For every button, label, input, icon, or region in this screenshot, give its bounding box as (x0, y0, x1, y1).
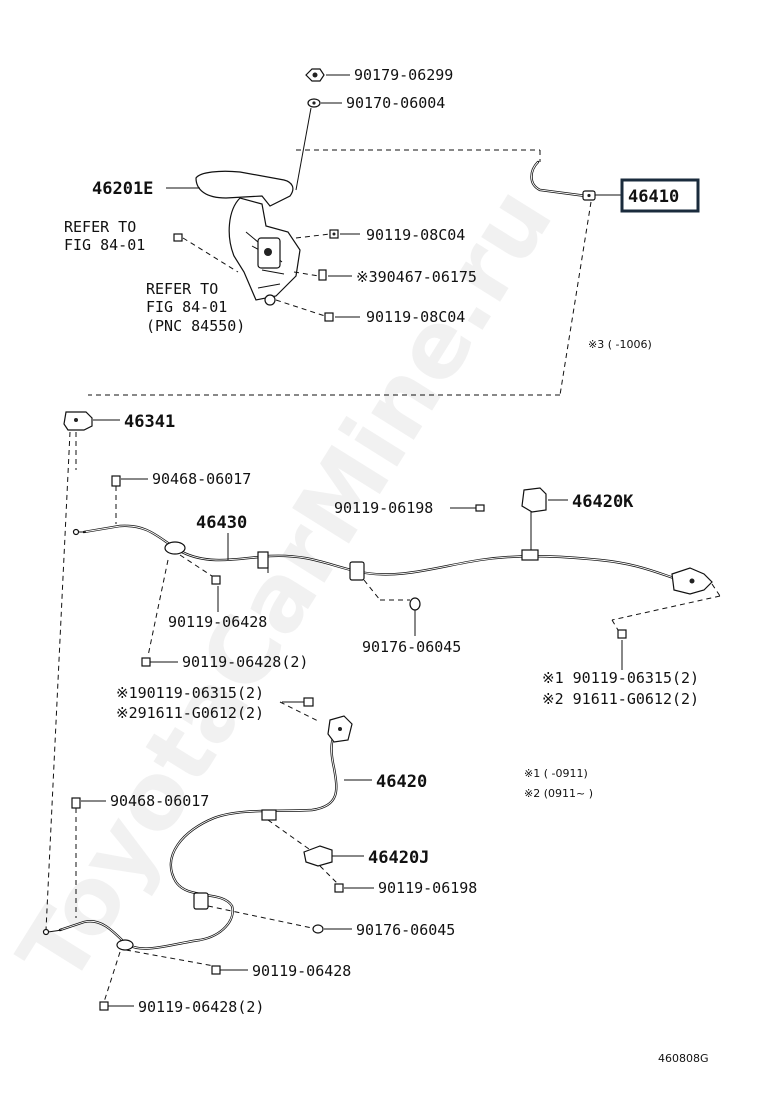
rh-cable-46430 (72, 475, 721, 657)
refer-upper-line1[interactable]: REFER TO (64, 218, 136, 236)
clip-icon-lower (312, 924, 324, 934)
bolt-icon-right (617, 629, 627, 639)
screw-icon (173, 233, 183, 242)
label-90176-06045-a[interactable]: 90176-06045 (362, 638, 461, 656)
label-90119-06428-b[interactable]: 90119-06428 (252, 962, 351, 980)
label-46420k[interactable]: 46420K (572, 492, 634, 512)
bolt-icon-mid-2 (141, 657, 151, 667)
label-46420[interactable]: 46420 (376, 772, 427, 792)
label-46430[interactable]: 46430 (196, 513, 247, 533)
refer-lower-line1[interactable]: REFER TO (146, 280, 218, 298)
note-1: ※1 ( -0911) (524, 767, 588, 780)
bolt-icon-lower-2 (211, 965, 221, 975)
bracket-46420k-icon (521, 487, 547, 550)
cable-end-rear-icon (671, 567, 713, 595)
label-90119-06428-2a[interactable]: 90119-06428(2) (182, 653, 308, 671)
clip-icon-mid (409, 597, 421, 611)
label-90176-06045-b[interactable]: 90176-06045 (356, 921, 455, 939)
washer-icon (307, 98, 321, 108)
label-46420j[interactable]: 46420J (368, 848, 429, 868)
refer-lower-line2[interactable]: FIG 84-01 (146, 298, 227, 316)
lever-assembly-group (166, 68, 541, 322)
bolt-icon-mid-1 (211, 575, 221, 585)
label-90119-06428-2b[interactable]: 90119-06428(2) (138, 998, 264, 1016)
bolt-icon (329, 229, 339, 239)
label-90468-06017-b[interactable]: 90468-06017 (110, 792, 209, 810)
label-90119-06428-a[interactable]: 90119-06428 (168, 613, 267, 631)
part-labels: 90179-06299 90170-06004 46201E 46410 REF… (64, 66, 709, 1065)
bolt-icon-3 (324, 312, 334, 322)
label-46410-highlight[interactable]: 46410 (628, 187, 679, 207)
retainer-clip-icon-lower (71, 797, 81, 809)
label-90467-06175[interactable]: ※390467-06175 (356, 268, 477, 286)
label-46201e[interactable]: 46201E (92, 179, 153, 199)
bracket-lower-icons (116, 809, 277, 951)
parking-brake-lever-icon (195, 170, 301, 306)
cable-end-lower-icon (327, 715, 353, 743)
watermark: ToyotaCarMine.ru (0, 169, 573, 1001)
highlight-box (620, 178, 700, 213)
retainer-clip-icon (111, 475, 121, 487)
equalizer-46341 (45, 411, 120, 931)
bracket-46420j-icon (303, 845, 333, 867)
bolt-icon-lower-1 (334, 883, 344, 893)
bracket-clip-icon (164, 541, 539, 581)
note-2: ※2 (0911~ ) (524, 787, 593, 800)
label-90468-06017-a[interactable]: 90468-06017 (152, 470, 251, 488)
mid-fasteners (141, 487, 627, 670)
label-46341[interactable]: 46341 (124, 412, 175, 432)
label-90119-06315-l[interactable]: ※190119-06315(2) (116, 684, 264, 702)
footer-code: 460808G (658, 1052, 709, 1065)
note-3: ※3 ( -1006) (588, 338, 652, 351)
label-91611-g0612-l[interactable]: ※291611-G0612(2) (116, 704, 264, 722)
front-cable-46410 (88, 160, 622, 396)
cable-end-fitting-icon (582, 190, 596, 201)
label-90119-08c04-b[interactable]: 90119-08C04 (366, 308, 465, 326)
label-90119-06198-b[interactable]: 90119-06198 (378, 879, 477, 897)
bolt-icon-lower-4 (303, 697, 314, 707)
refer-lower-line3[interactable]: (PNC 84550) (146, 317, 245, 335)
bolt-icon-2 (318, 269, 327, 281)
lh-cable-46420 (42, 697, 374, 1011)
bolt-icon-lower-3 (99, 1001, 109, 1011)
bolt-icon-mid-3 (475, 504, 485, 512)
label-91611-g0612-r[interactable]: ※2 91611-G0612(2) (542, 690, 699, 708)
label-90170-06004[interactable]: 90170-06004 (346, 94, 445, 112)
nut-icon (305, 68, 325, 82)
refer-upper-line2[interactable]: FIG 84-01 (64, 236, 145, 254)
label-90119-06198-a[interactable]: 90119-06198 (334, 499, 433, 517)
label-90179-06299[interactable]: 90179-06299 (354, 66, 453, 84)
label-90119-06315-r[interactable]: ※1 90119-06315(2) (542, 669, 699, 687)
label-90119-08c04-a[interactable]: 90119-08C04 (366, 226, 465, 244)
